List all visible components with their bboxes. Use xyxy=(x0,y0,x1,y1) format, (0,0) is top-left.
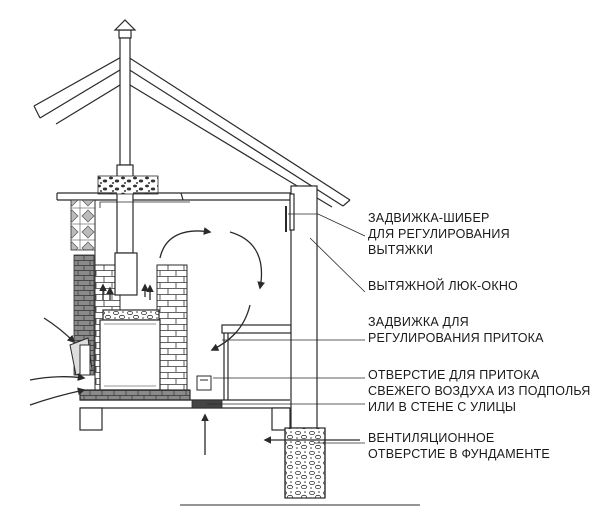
label-foundation-vent-line1: ВЕНТИЛЯЦИОННОЕ xyxy=(368,431,495,445)
label-damper-inflow-line2: РЕГУЛИРОВАНИЯ ПРИТОКА xyxy=(368,331,544,345)
label-exhaust-hatch: ВЫТЯЖНОЙ ЛЮК-ОКНО xyxy=(368,278,518,294)
label-damper-exhaust: ЗАДВИЖКА-ШИБЕР ДЛЯ РЕГУЛИРОВАНИЯ ВЫТЯЖКИ xyxy=(368,210,510,258)
inflow-damper xyxy=(196,375,212,391)
chimney-pipe xyxy=(113,19,137,254)
roof xyxy=(33,54,351,208)
ceiling-insulation xyxy=(97,175,159,195)
right-wall xyxy=(285,185,318,429)
ceiling xyxy=(57,192,291,201)
label-fresh-air-line2: СВЕЖЕГО ВОЗДУХА ИЗ ПОДПОЛЬЯ xyxy=(368,384,591,398)
label-fresh-air-line3: ИЛИ В СТЕНЕ С УЛИЦЫ xyxy=(368,400,517,414)
label-damper-exhaust-line2: ДЛЯ РЕГУЛИРОВАНИЯ xyxy=(368,227,510,241)
stove-door xyxy=(69,337,93,376)
label-foundation-vent-line2: ОТВЕРСТИЕ В ФУНДАМЕНТЕ xyxy=(368,447,550,461)
airflow-arrows xyxy=(29,227,360,455)
label-damper-exhaust-line3: ВЫТЯЖКИ xyxy=(368,243,433,257)
label-exhaust-hatch-line1: ВЫТЯЖНОЙ ЛЮК-ОКНО xyxy=(368,279,518,293)
label-fresh-air-opening: ОТВЕРСТИЕ ДЛЯ ПРИТОКА СВЕЖЕГО ВОЗДУХА ИЗ… xyxy=(368,367,590,415)
exhaust-duct xyxy=(99,201,190,208)
leader-lines xyxy=(207,213,366,444)
floor xyxy=(79,389,291,431)
label-fresh-air-line1: ОТВЕРСТИЕ ДЛЯ ПРИТОКА xyxy=(368,368,540,382)
stove xyxy=(99,252,161,391)
label-foundation-vent: ВЕНТИЛЯЦИОННОЕ ОТВЕРСТИЕ В ФУНДАМЕНТЕ xyxy=(368,430,550,462)
label-damper-exhaust-line1: ЗАДВИЖКА-ШИБЕР xyxy=(368,211,490,225)
label-damper-inflow: ЗАДВИЖКА ДЛЯ РЕГУЛИРОВАНИЯ ПРИТОКА xyxy=(368,314,544,346)
label-damper-inflow-line1: ЗАДВИЖКА ДЛЯ xyxy=(368,315,469,329)
